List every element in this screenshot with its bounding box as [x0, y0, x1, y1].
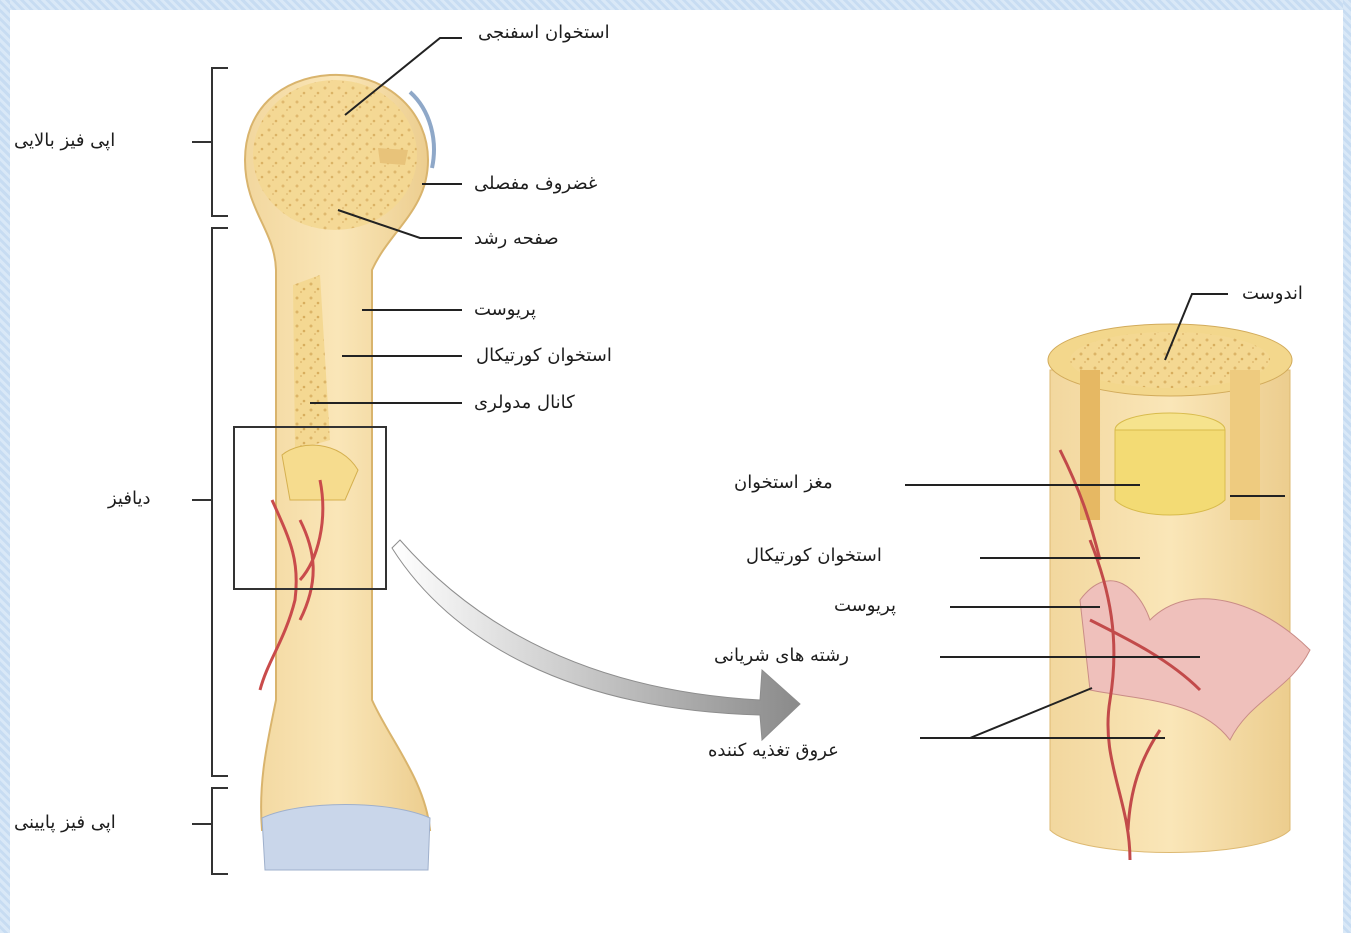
label-diaphysis: دیافیز [108, 488, 150, 510]
label-proximal-epiphysis: اپی فیز بالایی [14, 130, 115, 152]
label-spongy-bone: استخوان اسفنجی [478, 22, 610, 44]
label-nutrient-vessels: عروق تغذیه کننده [708, 740, 839, 762]
long-bone [234, 75, 434, 870]
label-articular-cartilage: غضروف مفصلی [474, 173, 597, 195]
zoom-arrow [392, 540, 800, 740]
label-cortical-bone-left: استخوان کورتیکال [476, 345, 612, 367]
label-cortical-bone-right: استخوان کورتیکال [746, 545, 882, 567]
label-periosteum-left: پریوست [474, 299, 536, 321]
label-medullary-canal: کانال مدولری [474, 392, 575, 414]
bone-cross-section [1048, 324, 1310, 860]
label-periosteum-right: پریوست [834, 595, 896, 617]
epiphysis-bottom-bracket [212, 788, 228, 874]
label-distal-epiphysis: اپی فیز پایینی [14, 812, 116, 834]
label-endosteum: اندوست [1242, 283, 1303, 305]
region-brackets [192, 68, 228, 874]
epiphysis-top-bracket [212, 68, 228, 216]
label-bone-marrow: مغز استخوان [734, 472, 833, 494]
label-arterial-fibers: رشته های شریانی [714, 645, 849, 667]
diaphysis-bracket [212, 228, 228, 776]
label-growth-plate: صفحه رشد [474, 228, 559, 250]
